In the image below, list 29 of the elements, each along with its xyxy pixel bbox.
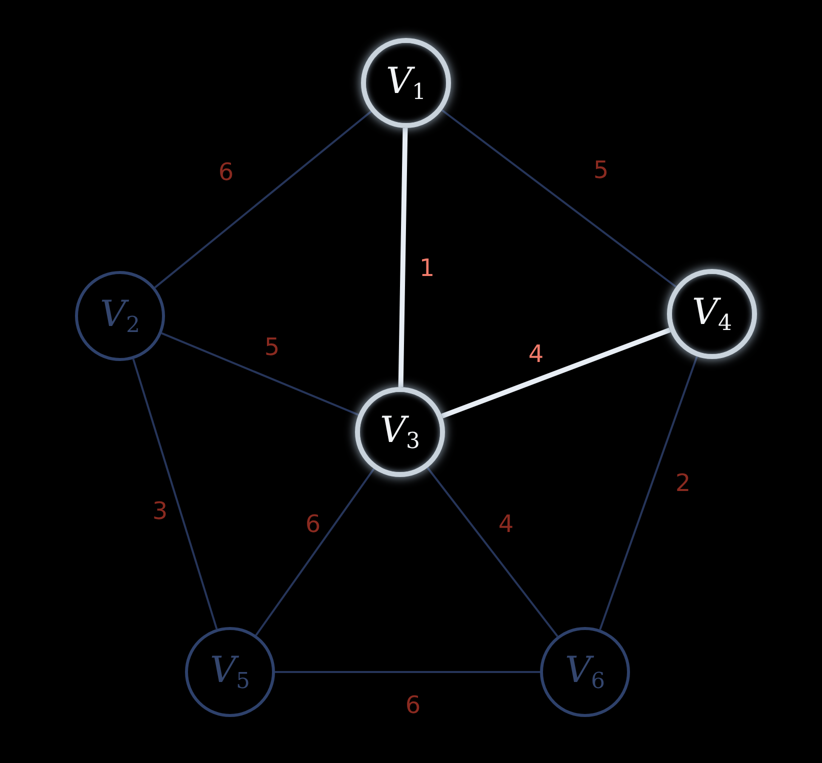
edge-line (441, 328, 671, 418)
edge-line (161, 332, 359, 416)
edge-weight-label: 5 (264, 335, 280, 359)
edge-weight-label: 6 (218, 160, 234, 184)
edge-line (599, 356, 698, 630)
vertex-circle (667, 269, 757, 359)
edge-line (426, 467, 558, 637)
edge-line (441, 109, 677, 288)
edge-weight-label: 5 (593, 158, 609, 182)
edge-weight-label: 4 (528, 342, 544, 366)
vertex-label: V$_{3}$ (380, 410, 420, 454)
edge-line (255, 468, 375, 636)
vertex-label: V$_{1}$ (386, 61, 426, 105)
edge-line (398, 128, 408, 388)
edge-weight-label: 2 (675, 471, 691, 495)
edge-weight-label: 4 (498, 512, 514, 536)
edge-line (154, 110, 372, 288)
edge-weight-label: 3 (152, 499, 168, 523)
vertex-label: V$_{5}$ (210, 650, 250, 694)
edge-weight-label: 6 (305, 512, 321, 536)
vertex-circle (361, 38, 451, 128)
edge-weight-label: 1 (419, 256, 435, 280)
edge-line (275, 671, 540, 673)
vertex-label: V$_{4}$ (692, 292, 732, 336)
vertex-circle (355, 387, 445, 477)
edge-line (132, 358, 218, 630)
vertex-label: V$_{6}$ (565, 650, 605, 694)
vertex-label: V$_{2}$ (100, 294, 140, 338)
edge-weight-label: 6 (405, 693, 421, 717)
